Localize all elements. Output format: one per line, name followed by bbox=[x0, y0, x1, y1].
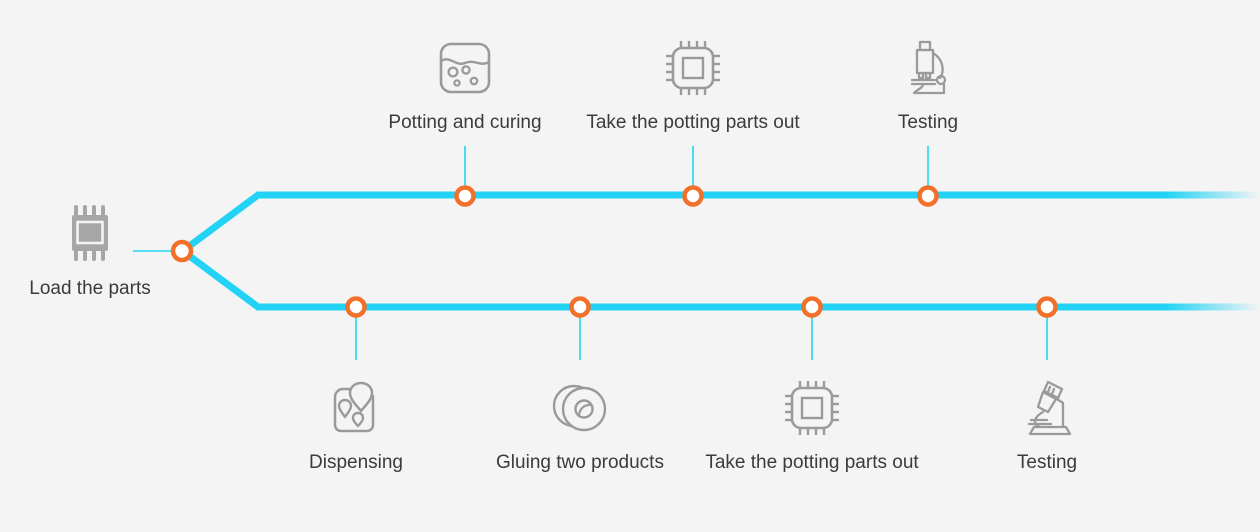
step-testing-bottom[interactable]: Testing bbox=[917, 368, 1177, 474]
step-potting-and-curing[interactable]: Potting and curing bbox=[335, 28, 595, 134]
node-marker-testing-top[interactable] bbox=[917, 185, 939, 207]
node-marker-potting-and-curing[interactable] bbox=[454, 185, 476, 207]
step-label: Gluing two products bbox=[496, 452, 664, 473]
step-label: Dispensing bbox=[309, 452, 403, 473]
step-label: Take the potting parts out bbox=[586, 112, 800, 133]
start-step-load-the-parts[interactable]: Load the parts bbox=[0, 200, 210, 300]
chip-outline-icon bbox=[563, 28, 823, 108]
step-label: Take the potting parts out bbox=[705, 452, 919, 473]
microscope-icon bbox=[798, 28, 1058, 108]
step-label: Testing bbox=[1016, 452, 1078, 473]
chip-filled-icon bbox=[0, 200, 210, 266]
chip-outline-icon bbox=[682, 368, 942, 448]
step-testing-top[interactable]: Testing bbox=[798, 28, 1058, 134]
step-gluing-two-products[interactable]: Gluing two products bbox=[450, 368, 710, 474]
node-marker-gluing-two-products[interactable] bbox=[569, 296, 591, 318]
bottom-branch-line bbox=[181, 249, 1110, 311]
node-marker-take-potting-parts-out-bottom[interactable] bbox=[801, 296, 823, 318]
node-marker-testing-bottom[interactable] bbox=[1036, 296, 1058, 318]
bottom-branch-fade bbox=[1104, 303, 1260, 311]
top-branch-fade bbox=[1104, 191, 1260, 199]
step-take-the-potting-parts-out-top[interactable]: Take the potting parts out bbox=[563, 28, 823, 134]
step-label: Testing bbox=[897, 112, 959, 133]
microscope-tilted-icon bbox=[917, 368, 1177, 448]
node-marker-dispensing[interactable] bbox=[345, 296, 367, 318]
two-discs-icon bbox=[450, 368, 710, 448]
fork-node-marker[interactable] bbox=[170, 239, 194, 263]
potting-liquid-icon bbox=[335, 28, 595, 108]
step-label: Potting and curing bbox=[388, 112, 542, 133]
dispensing-droplets-icon bbox=[226, 368, 486, 448]
start-step-label: Load the parts bbox=[29, 278, 151, 299]
node-marker-take-potting-parts-out-top[interactable] bbox=[682, 185, 704, 207]
step-take-the-potting-parts-out-bottom[interactable]: Take the potting parts out bbox=[682, 368, 942, 474]
step-dispensing[interactable]: Dispensing bbox=[226, 368, 486, 474]
top-branch-line bbox=[181, 191, 1110, 253]
